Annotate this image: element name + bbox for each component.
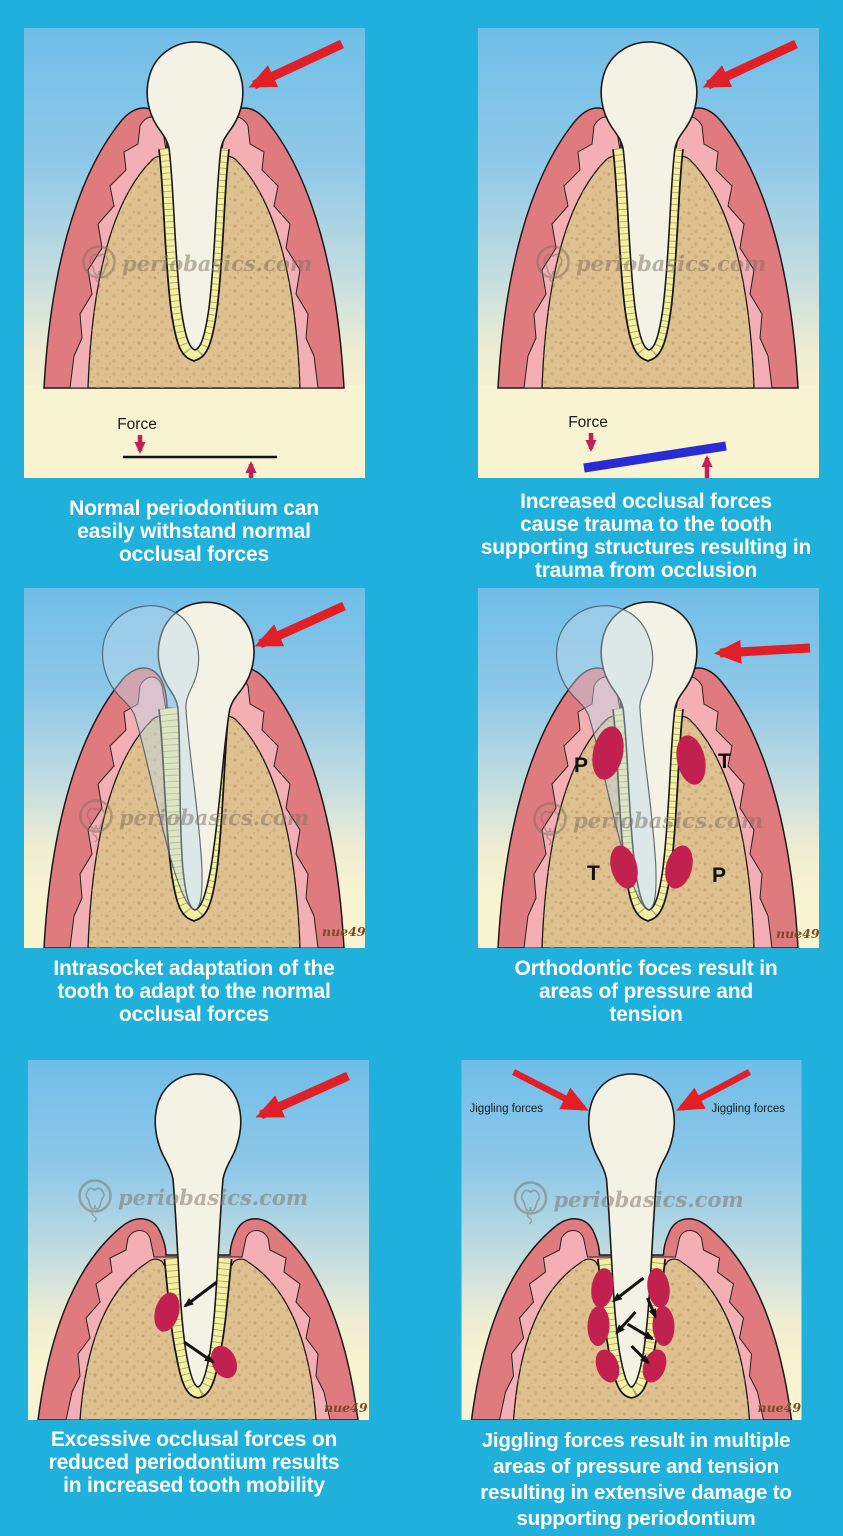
movement-arrow xyxy=(630,1344,650,1365)
pressure-lower-label: P xyxy=(712,864,726,887)
cream-base xyxy=(478,385,819,478)
panel-jiggling-forces: Jiggling forces Jiggling forces nue49 xyxy=(458,1060,805,1420)
pressure-area-upper xyxy=(592,726,624,780)
cream-base xyxy=(24,385,365,478)
pressure-areas xyxy=(154,1292,238,1379)
jiggling-forces-left-label: Jiggling forces xyxy=(470,1103,544,1115)
movement-arrow xyxy=(611,1276,645,1303)
occlusal-force-arrow xyxy=(248,39,344,90)
movement-arrow xyxy=(646,1297,657,1319)
caption-trauma-from-occlusion: Increased occlusal forces cause trauma t… xyxy=(480,490,812,582)
force-balance-diagram: Force Peridontium xyxy=(117,416,277,478)
jiggling-force-arrow-right xyxy=(676,1069,752,1111)
jiggling-movement-arrows xyxy=(611,1276,657,1365)
jiggling-forces-right-label: Jiggling forces xyxy=(712,1103,786,1115)
damage-area xyxy=(647,1268,670,1308)
tension-upper-label: T xyxy=(718,750,731,773)
artist-signature: nue49 xyxy=(322,924,365,939)
panel-trauma-from-occlusion: Force Peridontium nue49 xyxy=(478,28,819,478)
caption-jiggling-forces: Jiggling forces result in multiple areas… xyxy=(480,1429,792,1530)
mobility-arrow xyxy=(183,1280,218,1308)
tension-area-lower xyxy=(610,845,638,889)
caption-normal-periodontium: Normal periodontium can easily withstand… xyxy=(69,497,319,566)
occlusal-force-arrow xyxy=(255,1071,350,1120)
tension-area-upper xyxy=(676,735,706,785)
mobility-arrow xyxy=(183,1340,215,1364)
tension-lower-label: T xyxy=(587,862,600,885)
movement-arrow xyxy=(615,1310,637,1335)
pressure-area xyxy=(154,1292,180,1332)
damage-area xyxy=(595,1349,620,1383)
caption-excessive-occlusal-forces: Excessive occlusal forces on reduced per… xyxy=(48,1428,340,1497)
caption-intrasocket-adaptation: Intrasocket adaptation of the tooth to a… xyxy=(53,957,335,1026)
occlusal-force-arrow xyxy=(254,601,346,649)
jiggling-force-arrow-left xyxy=(512,1069,589,1111)
panel-normal-periodontium: Force Peridontium nue49 xyxy=(24,28,365,478)
force-imbalance-diagram: Force Peridontium xyxy=(568,414,727,478)
panel-excessive-occlusal-forces: nue49 xyxy=(28,1060,369,1420)
force-label: Force xyxy=(568,414,608,431)
force-label: Force xyxy=(117,416,157,433)
artist-signature: nue49 xyxy=(324,1400,368,1415)
artist-signature: nue49 xyxy=(776,926,820,941)
damage-area xyxy=(587,1306,610,1346)
pressure-area xyxy=(210,1345,238,1379)
damage-area xyxy=(652,1306,675,1346)
occlusal-force-arrow xyxy=(702,39,798,90)
pressure-tension-areas xyxy=(587,1268,675,1383)
pressure-tension-areas xyxy=(592,726,706,889)
tilted-trauma-bar xyxy=(583,441,727,473)
pressure-upper-label: P xyxy=(574,754,588,777)
caption-orthodontic-forces: Orthodontic foces result in areas of pre… xyxy=(514,957,778,1026)
damage-area xyxy=(591,1268,614,1308)
panel-intrasocket-adaptation: nue49 xyxy=(24,588,365,948)
movement-arrow xyxy=(626,1322,655,1341)
artist-signature: nue49 xyxy=(758,1400,802,1415)
panel-orthodontic-forces: P T T P nue49 xyxy=(478,588,820,948)
pressure-area-lower xyxy=(665,845,693,889)
orthodontic-force-arrow xyxy=(714,639,811,664)
